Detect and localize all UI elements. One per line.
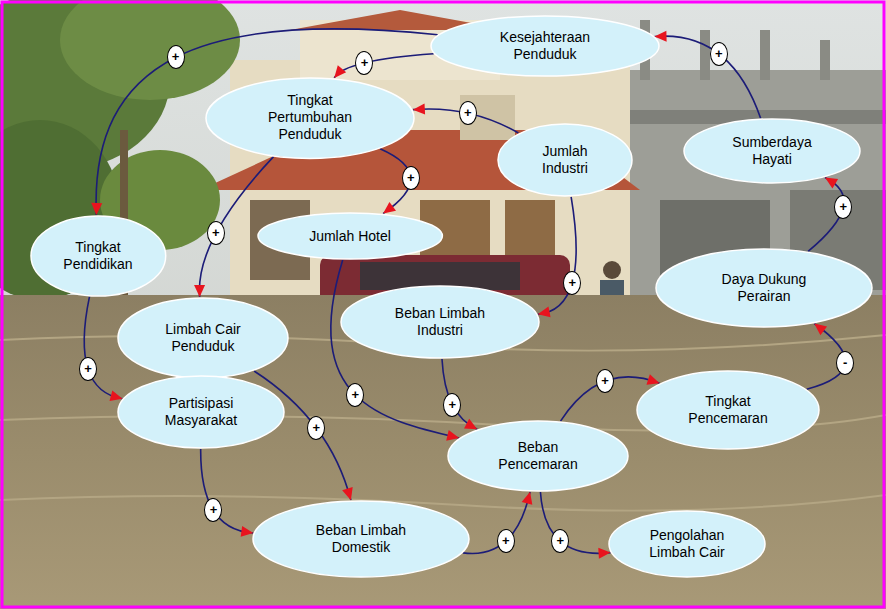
ellipse-fill [118,376,284,448]
arrow-head [383,202,396,214]
variable-ellipse: Tingkat Pendidikan [30,215,167,297]
arrow-head [194,285,205,297]
causal-link [655,31,761,119]
link-line [199,157,273,297]
arrow-head [109,390,122,401]
variable-label: Tingkat Pendidikan [55,239,140,273]
arrow-head [91,203,102,215]
arrow-head [342,487,353,500]
causal-link [84,297,122,401]
link-line [442,359,477,429]
variable-label: Jumlah Hotel [290,228,410,245]
variable-label: Daya Dukung Perairan [712,271,817,305]
variable-ellipse: Beban Limbah Industri [340,285,540,359]
arrow-head [825,178,838,189]
variable-ellipse: Pengolahan Limbah Cair [608,510,766,578]
polarity-sign: + [79,357,97,381]
ellipse-fill [258,213,442,259]
ellipse-fill [431,16,659,76]
polarity-sign: + [497,529,515,553]
ellipse-fill [684,119,860,183]
link-line [538,197,576,314]
variable-label: Tingkat Pencemaran [678,393,778,427]
variable-ellipse: Daya Dukung Perairan [655,248,873,328]
variable-ellipse: Sumberdaya Hayati [683,118,861,184]
link-line [540,492,610,553]
ellipse-fill [637,371,819,449]
polarity-sign: + [596,369,614,393]
causal-link [442,359,477,429]
variable-ellipse: Kesejahteraan Penduduk [430,15,660,77]
ellipse-fill [341,286,539,358]
polarity-sign: + [443,393,461,417]
variable-ellipse: Tingkat Pencemaran [636,370,820,450]
ellipse-fill [206,78,414,158]
polarity-sign: + [402,166,420,190]
polarity-sign: + [459,101,477,125]
polarity-sign: + [307,416,325,440]
polarity-sign: + [563,271,581,295]
arrow-head [464,419,477,429]
variable-ellipse: Limbah Cair Penduduk [117,297,289,379]
variable-label: Kesejahteraan Penduduk [490,29,600,63]
arrow-head [598,548,610,559]
ellipse-fill [498,124,632,196]
polarity-sign: + [710,42,728,66]
variable-label: Beban Limbah Domestik [306,522,416,556]
arrow-head [538,306,551,317]
causal-link [463,492,532,554]
causal-link [201,449,254,537]
link-line [334,54,433,78]
variable-label: Pengolahan Limbah Cair [637,527,737,561]
variable-label: Jumlah Industri [530,143,600,177]
ellipse-fill [118,298,288,378]
causal-link [334,54,433,78]
causal-link [91,29,437,215]
variable-label: Beban Limbah Industri [385,305,495,339]
arrow-head [413,104,425,115]
arrow-head [646,374,659,384]
variable-ellipse: Jumlah Hotel [257,212,443,260]
link-line [463,492,530,554]
arrow-head [446,430,459,441]
variable-ellipse: Jumlah Industri [497,123,633,197]
link-line [201,449,254,533]
variable-label: Tingkat Pertumbuhan Penduduk [260,92,360,143]
variable-ellipse: Tingkat Pertumbuhan Penduduk [205,77,415,159]
causal-link [540,492,610,559]
arrow-head [334,65,346,78]
ellipse-fill [253,501,469,577]
variable-label: Partisipasi Masyarakat [156,395,246,429]
ellipse-fill [448,421,628,491]
link-line [655,36,761,118]
variable-ellipse: Partisipasi Masyarakat [117,375,285,449]
variable-ellipse: Beban Pencemaran [447,420,629,492]
variable-label: Beban Pencemaran [488,439,588,473]
polarity-sign: + [207,221,225,245]
polarity-sign: + [346,383,364,407]
variable-ellipse: Beban Limbah Domestik [252,500,470,578]
link-line [84,297,122,399]
variable-label: Sumberdaya Hayati [725,134,820,168]
ellipse-fill [31,216,166,296]
variable-label: Limbah Cair Penduduk [156,321,251,355]
link-line [96,29,438,215]
ellipse-fill [656,249,872,327]
polarity-sign: + [167,45,185,69]
arrow-head [241,526,254,537]
causal-link [538,197,576,317]
ellipse-fill [609,511,765,577]
arrow-head [522,492,533,505]
arrow-head [814,324,827,336]
causal-link [194,157,274,297]
